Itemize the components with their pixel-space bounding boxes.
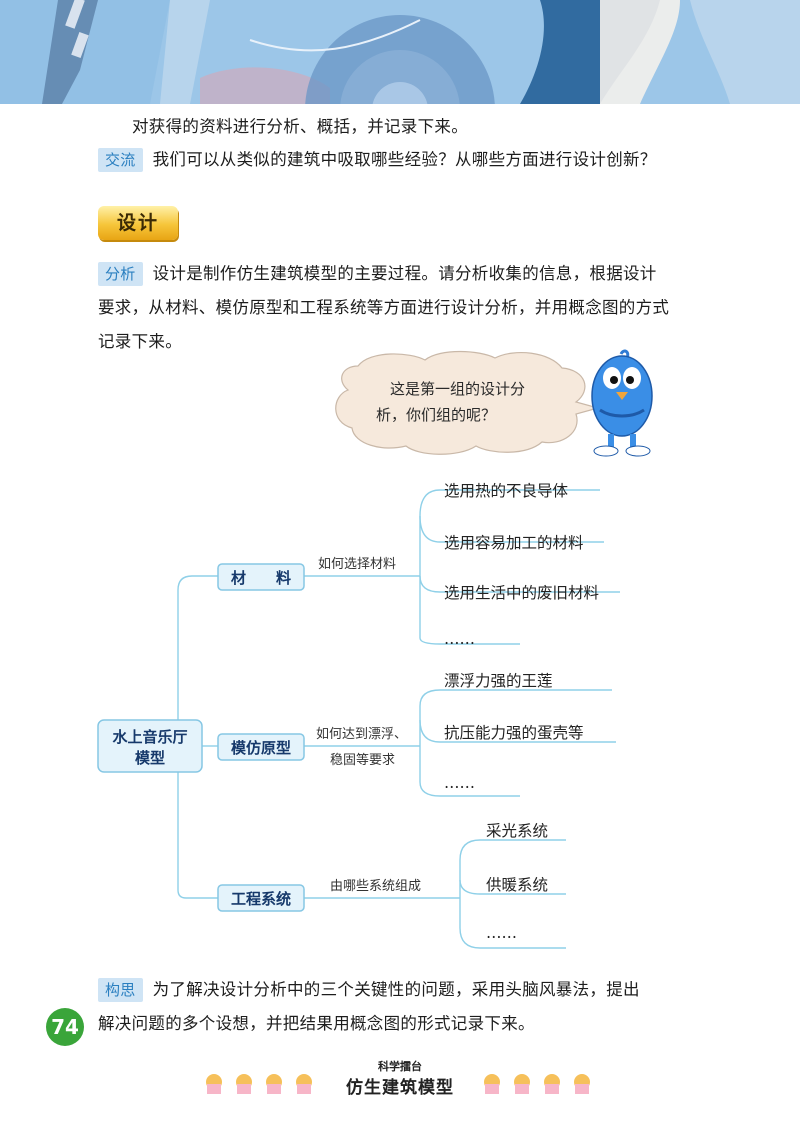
leaf-prototype-2: 抗压能力强的蛋壳等 [444, 724, 584, 742]
exchange-paragraph: 交流我们可以从类似的建筑中吸取哪些经验？从哪些方面进行设计创新？ [98, 143, 657, 177]
speech-bubble-shape [335, 350, 601, 455]
analysis-tag: 分析 [98, 262, 143, 286]
cupcake-icon [206, 1074, 312, 1094]
analysis-line-2: 要求，从材料、模仿原型和工程系统等方面进行设计分析，并用概念图的方式 [98, 298, 670, 317]
footer-decoration-left [206, 1074, 312, 1094]
speech-bubble-line-2: 析，你们组的呢？ [376, 406, 496, 424]
branch-label-systems: 工程系统 [231, 890, 291, 908]
root-line-2: 模型 [135, 749, 165, 767]
edge-label-prototype-1: 如何达到漂浮、 [316, 726, 407, 742]
leaf-systems-2: 供暖系统 [486, 876, 548, 894]
leaf-materials-3: 选用生活中的废旧材料 [444, 584, 599, 602]
idea-line-1: 为了解决设计分析中的三个关键性的问题，采用头脑风暴法，提出 [152, 980, 640, 999]
branch-label-materials: 材 料 [231, 569, 291, 587]
idea-paragraph: 构思为了解决设计分析中的三个关键性的问题，采用头脑风暴法，提出 解决问题的多个设… [98, 973, 718, 1041]
leaf-materials-2: 选用容易加工的材料 [444, 534, 584, 552]
leaf-materials-1: 选用热的不良导体 [444, 482, 569, 500]
concept-map-root: 水上音乐厅 模型 [97, 719, 203, 773]
mascot-character [591, 349, 653, 457]
footer-series: 科学擂台 [378, 1060, 422, 1073]
edge-label-prototype-2: 稳固等要求 [330, 752, 395, 768]
branch-label-prototype: 模仿原型 [231, 739, 291, 757]
speech-bubble-line-1: 这是第一组的设计分 [390, 380, 525, 398]
page-number-badge: 74 [46, 1008, 84, 1046]
footer-decoration-right [484, 1074, 590, 1094]
idea-line-2: 解决问题的多个设想，并把结果用概念图的形式记录下来。 [98, 1014, 535, 1033]
cupcake-icon [484, 1074, 590, 1094]
branch-box-systems: 工程系统 [217, 884, 305, 912]
concept-map-lines [177, 489, 620, 949]
branch-box-prototype: 模仿原型 [217, 733, 305, 761]
section-title-design: 设计 [98, 206, 178, 240]
footer-title: 仿生建筑模型 [346, 1078, 454, 1098]
exchange-text: 我们可以从类似的建筑中吸取哪些经验？从哪些方面进行设计创新？ [152, 150, 657, 169]
leaf-materials-4: …… [444, 630, 475, 648]
header-banner-image [0, 0, 800, 104]
edge-label-systems: 由哪些系统组成 [330, 879, 421, 894]
leaf-systems-1: 采光系统 [486, 822, 548, 840]
intro-paragraph: 对获得的资料进行分析、概括，并记录下来。 [132, 117, 468, 136]
root-line-1: 水上音乐厅 [112, 728, 187, 746]
branch-box-materials: 材 料 [217, 563, 305, 591]
banner-illustration [0, 0, 800, 104]
analysis-line-3: 记录下来。 [98, 332, 182, 351]
idea-tag: 构思 [98, 978, 143, 1002]
exchange-tag: 交流 [98, 148, 143, 172]
leaf-prototype-1: 漂浮力强的王莲 [444, 672, 553, 690]
analysis-line-1: 设计是制作仿生建筑模型的主要过程。请分析收集的信息，根据设计 [152, 264, 657, 283]
analysis-paragraph: 分析设计是制作仿生建筑模型的主要过程。请分析收集的信息，根据设计 要求，从材料、… [98, 257, 718, 359]
speech-bubble-with-mascot: 这是第一组的设计分 析，你们组的呢？ [335, 349, 653, 457]
leaf-prototype-3: …… [444, 774, 475, 792]
edge-label-materials: 如何选择材料 [318, 556, 396, 572]
concept-map: 水上音乐厅 模型 材 料 模仿原型 工程系统 如何选择材料 如何达到漂浮、 稳固… [97, 482, 620, 949]
leaf-systems-3: …… [486, 924, 517, 942]
